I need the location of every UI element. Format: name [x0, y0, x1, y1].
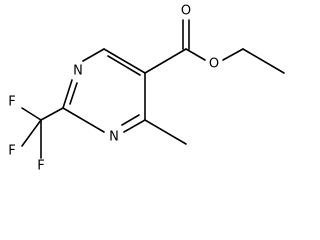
- molecule-structure: N N O O F F F: [8, 4, 285, 174]
- bond-c6-c5-double: [107, 55, 141, 76]
- atom-f2-label: F: [8, 144, 15, 159]
- bond-c2-n1: [62, 79, 73, 109]
- atom-f3-label: F: [37, 159, 44, 174]
- bond-ch2-ch3: [242, 48, 285, 74]
- bond-c2-n1-double: [69, 82, 78, 105]
- bond-carbonyl-oester: [185, 48, 206, 61]
- atom-o-carbonyl-label: O: [181, 4, 191, 19]
- bond-c4-n3: [123, 119, 146, 133]
- ethyl-ester-group: [144, 19, 285, 74]
- trifluoromethyl-group: [21, 107, 64, 159]
- pyrimidine-ring: [62, 48, 146, 133]
- atom-n3-label: N: [109, 130, 119, 145]
- bond-c6-c5: [103, 48, 146, 74]
- bond-n3-c2: [62, 107, 105, 133]
- bond-cf3-f2: [21, 119, 42, 147]
- bond-n1-c6: [82, 48, 105, 62]
- atom-f1-label: F: [8, 95, 15, 110]
- bond-c4-n3-double: [121, 114, 140, 126]
- atom-n1-label: N: [73, 64, 83, 79]
- bond-cf3-f1: [21, 107, 42, 121]
- atom-o-ester-label: O: [209, 57, 219, 72]
- bond-c2-cf3: [40, 107, 64, 121]
- bond-c5-carbonyl: [144, 48, 187, 74]
- bond-c4-methyl: [144, 119, 187, 145]
- bond-oester-ch2: [222, 48, 244, 61]
